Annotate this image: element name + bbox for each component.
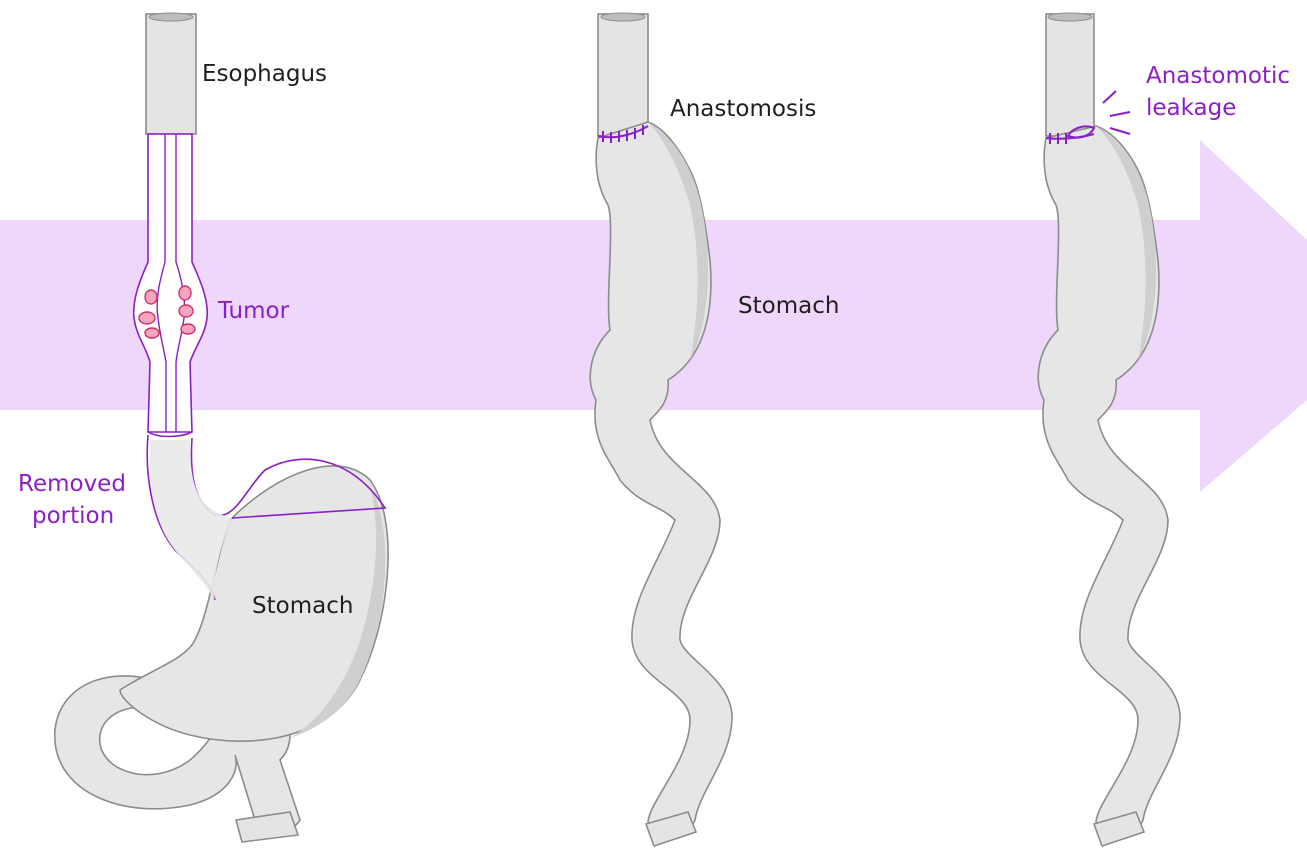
label-tumor: Tumor — [218, 297, 289, 325]
label-removed-portion-line2: portion — [32, 502, 114, 530]
esophagus-upper — [146, 14, 196, 134]
esophagus-remnant — [598, 14, 648, 136]
label-removed-portion-line1: Removed — [18, 470, 126, 498]
bowel-end — [236, 812, 298, 842]
esophagus-remnant-leak — [1046, 14, 1094, 136]
label-anastomotic-leakage-line1: Anastomotic — [1146, 62, 1290, 90]
esophagus-opening — [149, 13, 193, 21]
label-stomach-after: Stomach — [738, 292, 839, 320]
label-anastomotic-leakage-line2: leakage — [1146, 94, 1236, 122]
label-esophagus: Esophagus — [202, 60, 327, 88]
leak-rays — [1103, 91, 1130, 134]
esophagus-remnant-opening — [601, 13, 645, 21]
esophagus-remnant-leak-opening — [1048, 13, 1092, 21]
gastric-conduit-anastomosis — [590, 13, 732, 846]
label-anastomosis: Anastomosis — [670, 95, 816, 123]
preoperative-anatomy — [55, 13, 388, 842]
anastomotic-leakage-scene — [1038, 13, 1180, 846]
label-stomach-before: Stomach — [252, 592, 353, 620]
